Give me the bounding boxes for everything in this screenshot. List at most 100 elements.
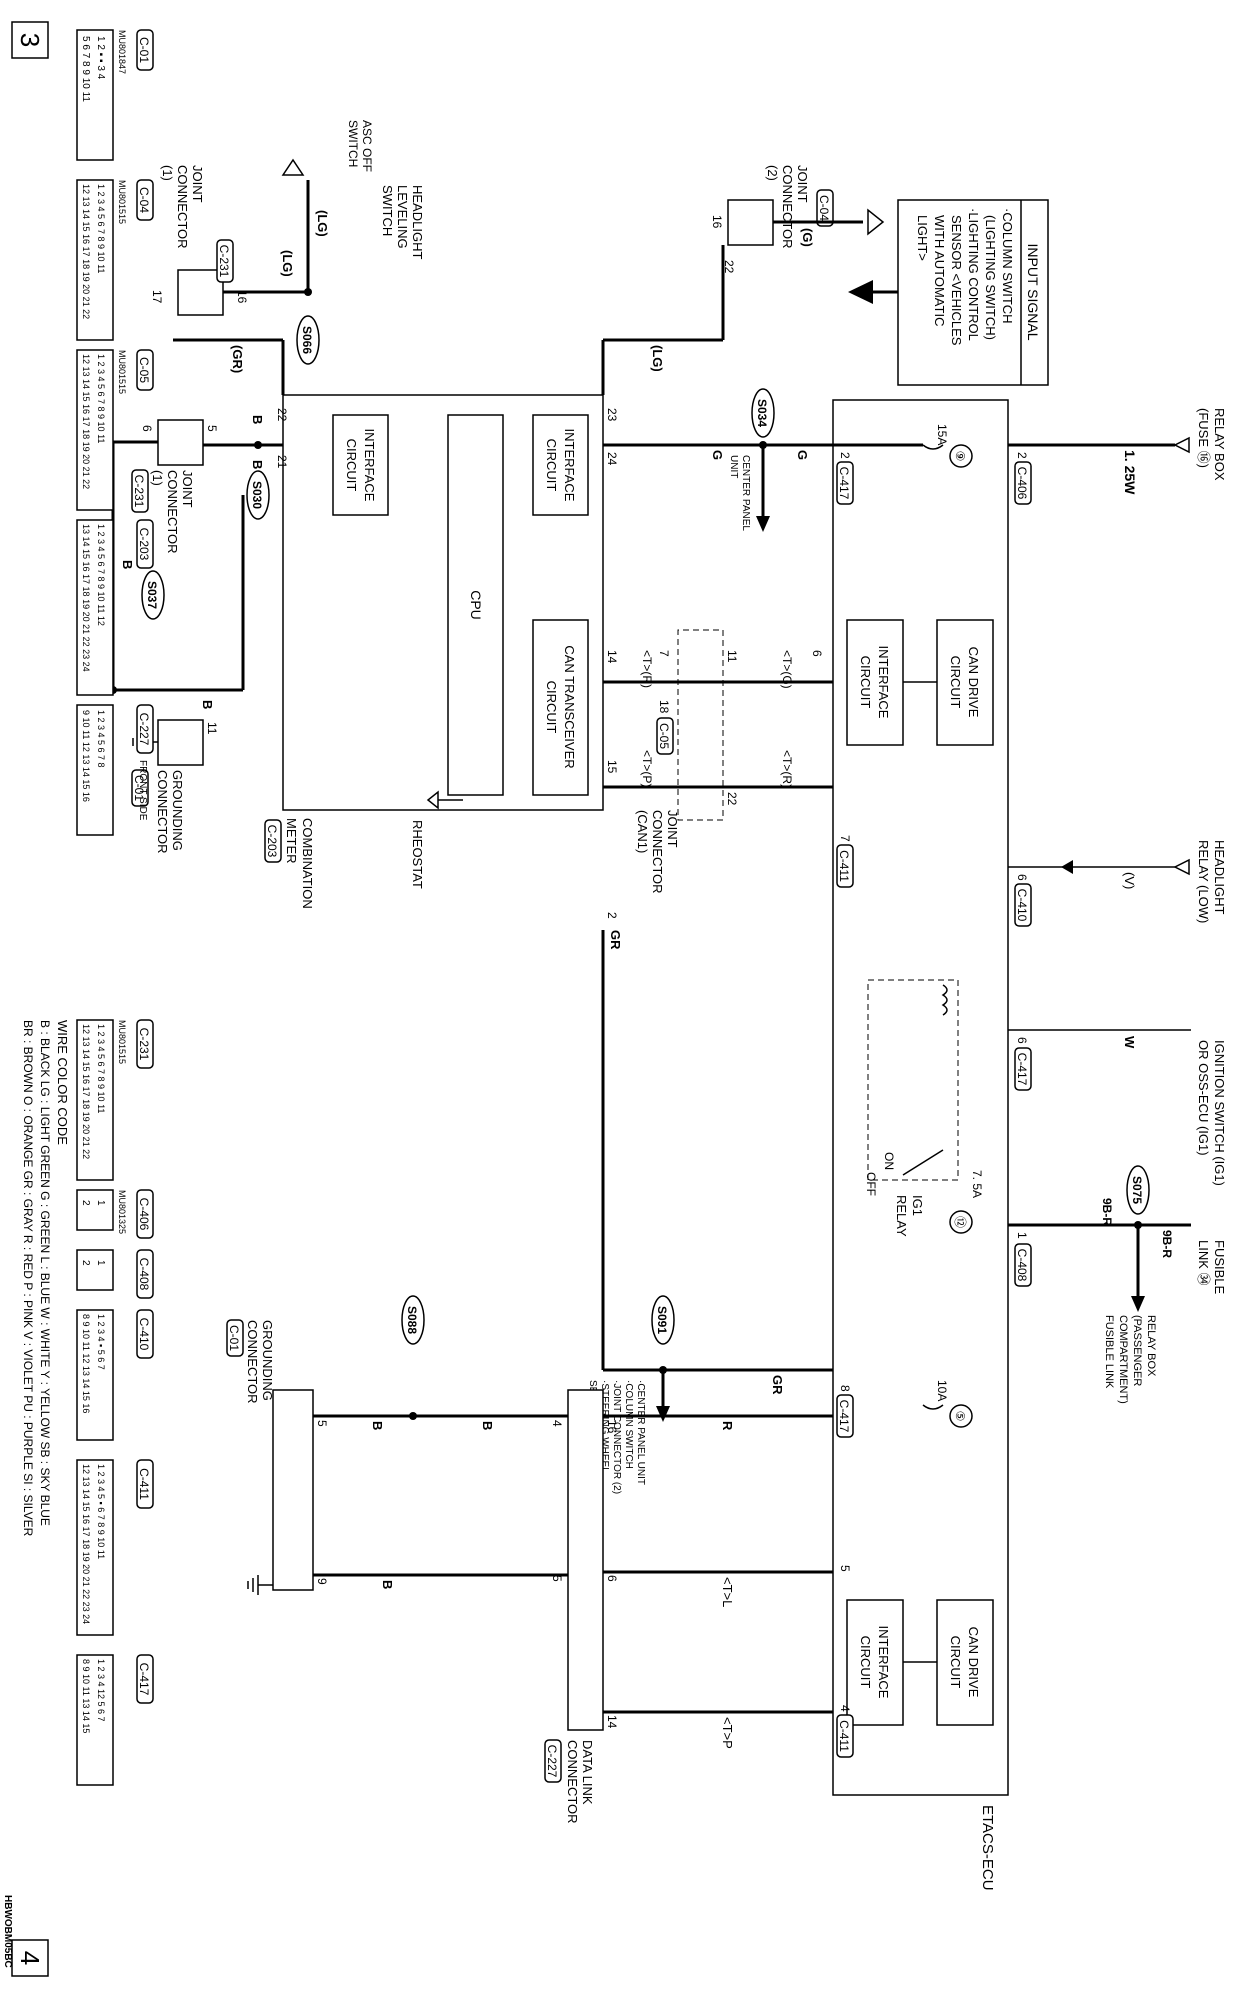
svg-text:22: 22 — [722, 260, 736, 274]
splice-s091 — [651, 1295, 675, 1345]
legend-c417: C-417 1 2 3 4 12 5 6 7 8 9 10 11 13 14 1… — [76, 1654, 154, 1786]
svg-text:21: 21 — [275, 455, 289, 469]
svg-text:CONNECTOR: CONNECTOR — [650, 810, 665, 894]
page-marker-box-right — [11, 1939, 49, 1977]
fuse-12-rating: 7. 5A — [970, 1170, 984, 1198]
can-drive-circuit-2 — [936, 1599, 994, 1726]
svg-text:14: 14 — [605, 1715, 619, 1729]
svg-text:6: 6 — [810, 650, 824, 657]
svg-text:1 2 3 4 5 6 7 8 9 10 11: 1 2 3 4 5 6 7 8 9 10 11 — [96, 184, 106, 273]
grounding-connector-top — [157, 719, 204, 766]
svg-text:G: G — [710, 450, 725, 460]
svg-text:23: 23 — [605, 408, 619, 422]
svg-text:2: 2 — [838, 452, 852, 459]
input-signal-line: LIGHT> — [915, 215, 930, 261]
svg-text:1 2 3 4 5 6 7 8 9 10 11: 1 2 3 4 5 6 7 8 9 10 11 — [96, 1024, 106, 1113]
diode-icon — [1061, 860, 1073, 874]
svg-text:4: 4 — [838, 1705, 852, 1712]
svg-text:6: 6 — [1015, 874, 1029, 881]
svg-text:14: 14 — [605, 650, 619, 664]
svg-text:JOINT: JOINT — [665, 810, 680, 848]
connector-tag-c411-a: C-411 — [837, 850, 851, 882]
svg-text:11: 11 — [725, 650, 739, 663]
svg-text:CIRCUIT: CIRCUIT — [344, 439, 359, 492]
svg-text:5: 5 — [838, 1565, 852, 1572]
svg-text:2: 2 — [1015, 452, 1029, 459]
svg-text:18: 18 — [657, 700, 671, 714]
drawing-code: HBWOBM05BC — [2, 1895, 13, 1968]
svg-text:⑨: ⑨ — [953, 451, 967, 462]
svg-text:DATA LINK: DATA LINK — [580, 1740, 595, 1805]
svg-text:OFF: OFF — [864, 1172, 878, 1196]
connector-tag-c406: C-406 — [1015, 467, 1029, 500]
svg-text:6: 6 — [605, 1575, 619, 1582]
svg-text:HEADLIGHT: HEADLIGHT — [1212, 840, 1227, 914]
svg-text:2: 2 — [605, 912, 619, 919]
svg-text:INTERFACE: INTERFACE — [876, 1626, 891, 1699]
svg-text:8: 8 — [838, 1385, 852, 1392]
svg-text:S034: S034 — [755, 399, 769, 427]
svg-text:1 2 3 4 5 6 7 8 9 10 11 12: 1 2 3 4 5 6 7 8 9 10 11 12 — [96, 524, 106, 626]
splice-s066 — [296, 315, 320, 365]
svg-text:C-406: C-406 — [137, 1198, 151, 1231]
input-signal-line: SENSOR <VEHICLES — [949, 215, 964, 346]
input-signal-title: INPUT SIGNAL — [1025, 244, 1041, 341]
svg-text:(GR): (GR) — [230, 345, 245, 373]
can-drive-circuit-1 — [936, 619, 994, 746]
input-signal-line: (LIGHTING SWITCH) — [983, 215, 998, 340]
svg-text:CIRCUIT: CIRCUIT — [858, 656, 873, 709]
svg-text:24: 24 — [605, 452, 619, 466]
svg-text:CPU: CPU — [468, 590, 484, 620]
svg-text:CAN TRANSCEIVER: CAN TRANSCEIVER — [562, 645, 577, 768]
splice-s088 — [401, 1295, 425, 1345]
meter-can-transceiver — [532, 619, 589, 796]
svg-text:·STEERING WHEEL: ·STEERING WHEEL — [599, 1380, 610, 1473]
svg-text:16: 16 — [710, 215, 724, 229]
svg-text:11: 11 — [205, 722, 219, 735]
svg-text:C-05: C-05 — [137, 357, 151, 383]
ig1-relay-box — [867, 979, 959, 1181]
splice-s075 — [1126, 1165, 1150, 1215]
svg-text:B: B — [370, 1421, 385, 1430]
svg-text:<T>(G): <T>(G) — [780, 650, 794, 689]
svg-text:R: R — [720, 1421, 735, 1431]
svg-text:1 2 3 4 5 ▪ 6 7 8 9 10 11: 1 2 3 4 5 ▪ 6 7 8 9 10 11 — [96, 1464, 106, 1559]
svg-text:1: 1 — [95, 1260, 106, 1266]
svg-text:4: 4 — [550, 1420, 564, 1427]
svg-text:GROUNDING: GROUNDING — [170, 770, 185, 851]
svg-text:C-203: C-203 — [137, 528, 151, 561]
svg-text:MU801515: MU801515 — [117, 180, 127, 224]
svg-text:9: 9 — [315, 1578, 329, 1585]
joint-connector-2 — [727, 199, 774, 246]
svg-text:SWITCH: SWITCH — [346, 120, 360, 167]
svg-text:5 6 7 8 9 10 11: 5 6 7 8 9 10 11 — [80, 36, 91, 102]
svg-text:(LG): (LG) — [280, 250, 295, 277]
svg-text:C-417: C-417 — [137, 1663, 151, 1696]
svg-text:17: 17 — [150, 290, 164, 304]
svg-text:12 13 14 15 16 17 18 19 20 21: 12 13 14 15 16 17 18 19 20 21 22 — [81, 184, 91, 319]
svg-text:(FUSE ⑯): (FUSE ⑯) — [1196, 408, 1211, 468]
etacs-ecu-label: ETACS-ECU — [979, 1805, 996, 1891]
svg-text:1 2 3 4 5 6 7 8: 1 2 3 4 5 6 7 8 — [96, 710, 106, 768]
svg-text:G: G — [795, 450, 810, 460]
rheostat-label: RHEOSTAT — [410, 820, 425, 889]
splice-s037 — [141, 570, 165, 620]
svg-text:·JOINT CONNECTOR (2): ·JOINT CONNECTOR (2) — [611, 1380, 622, 1494]
svg-text:2: 2 — [80, 1260, 91, 1266]
svg-text:7: 7 — [838, 835, 852, 842]
svg-text:S088: S088 — [405, 1306, 419, 1334]
meter-interface-circuit-1 — [532, 414, 589, 516]
svg-text:RELAY (LOW): RELAY (LOW) — [1196, 840, 1211, 923]
input-arrow-icon — [848, 280, 873, 304]
svg-text:B: B — [120, 560, 135, 569]
svg-text:B : BLACK LG : LIGHT GREEN: B : BLACK LG : LIGHT GREEN G : GREEN L :… — [38, 1020, 52, 1526]
svg-text:RELAY: RELAY — [894, 1195, 909, 1237]
meter-cpu — [447, 414, 504, 796]
interface-circuit-1 — [846, 619, 904, 746]
connector-tag-c410: C-410 — [1015, 889, 1029, 922]
fuse-9-rating: 15A — [935, 424, 949, 445]
splice-s034 — [751, 388, 775, 438]
svg-text:1 2 3 4 ▪ 5 6 7: 1 2 3 4 ▪ 5 6 7 — [96, 1314, 106, 1370]
svg-text:INTERFACE: INTERFACE — [562, 429, 577, 502]
ignition-switch: IGNITION SWITCH (IG1) OR OSS-ECU (IG1) W… — [1008, 1029, 1227, 1186]
